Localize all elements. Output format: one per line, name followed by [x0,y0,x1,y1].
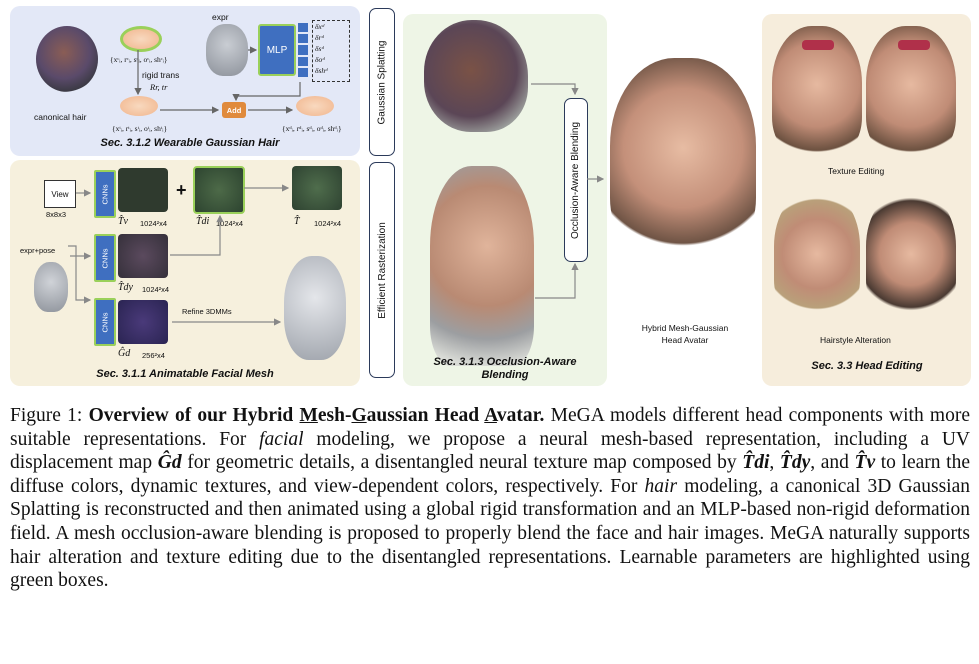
delta-r: δrᵈ [315,33,324,42]
gd-map [118,300,168,344]
tdi-texture [193,166,245,214]
tv-dim: 1024²x4 [140,219,168,228]
hair-panel-title: Sec. 3.1.2 Wearable Gaussian Hair [100,137,280,149]
hybrid-avatar-image [610,58,756,258]
texture-mark-2 [898,40,930,50]
blend-title-line2: Blending [481,369,529,381]
avatar-label: Hybrid Mesh-Gaussian Head Avatar [626,322,744,346]
gd-symbol: Ĝd [157,452,182,474]
figure-caption: Figure 1: Overview of our Hybrid Mesh-Ga… [10,405,971,592]
delta-s: δsᵈ [315,44,324,53]
view-label: View [51,189,69,199]
canonical-hair-image [36,26,98,92]
expr-label: expr [212,12,229,22]
delta-sh: δshᵈ [315,66,328,75]
canonical-gaussian-ellipse [120,26,162,52]
occlusion-blending-label: Occlusion-Aware Blending [564,98,588,262]
tdi-dim: 1024²x4 [216,219,244,228]
gd-label: Ĝd [118,348,131,359]
hair-arrows [134,46,301,114]
transformed-gaussian-ellipse [120,96,158,116]
edit-panel-title: Sec. 3.3 Head Editing [811,360,923,372]
face-panel-title: Sec. 3.1.1 Animatable Facial Mesh [96,368,274,380]
rigid-trans-label: rigid trans [142,70,180,80]
hairstyle-image-2 [866,190,956,318]
deformed-gaussian-ellipse [296,96,334,116]
figure-number: Figure 1: [10,405,83,426]
t-dim: 1024²x4 [314,219,342,228]
plus-sign: + [176,180,187,200]
delta-x: δxᵈ [315,22,325,31]
caption-title: Overview of our Hybrid Mesh-Gaussian Hea… [88,405,545,426]
delta-stack [298,22,308,78]
tdy-dim: 1024²x4 [142,285,170,294]
mlp-label: MLP [266,44,288,56]
canonical-hair-label: canonical hair [34,112,87,122]
face-arrows [68,184,290,326]
tdy-texture [118,234,168,278]
tv-label: T̂v [118,216,128,227]
add-block: Add [222,102,246,118]
hairstyle-image-1 [774,190,860,318]
delta-o: δoᵈ [315,55,325,64]
texture-mark-1 [802,40,834,50]
expr-head-image [206,24,248,76]
cnn-block-view [94,170,116,218]
tdi-symbol: T̂di [742,452,770,474]
gd-dim: 256²x4 [142,351,165,360]
mlp-block: MLP [258,24,296,76]
rigid-trans-params: Rr, tr [150,82,168,92]
t-label: T̂ [294,216,300,227]
avatar-label-line2: Head Avatar [661,335,709,345]
texture-editing-label: Texture Editing [828,166,885,176]
deformed-params: {xᵈᵢ, rᵈᵢ, sᵈᵢ, oᵈᵢ, shᵈᵢ} [282,124,342,133]
cnn-block-geo [94,298,116,346]
blend-title-line1: Sec. 3.1.3 Occlusion-Aware [433,356,577,368]
hairstyle-alteration-label: Hairstyle Alteration [820,335,891,345]
efficient-rasterization-label: Efficient Rasterization [369,162,395,378]
expr-pose-head-image [34,262,68,312]
gaussian-splatting-label: Gaussian Splatting [369,8,395,156]
cnn-block-expr [94,234,116,282]
blend-panel-title: Sec. 3.1.3 Occlusion-Aware Blending [410,356,600,382]
expr-pose-label: expr+pose [20,246,56,255]
delta-list: δxᵈ δrᵈ δsᵈ δoᵈ δshᵈ [312,20,350,82]
canonical-params: {xᶜᵢ, rᶜᵢ, sᶜᵢ, oᶜᵢ, shᶜᵢ} [110,55,168,64]
refine-label: Refine 3DMMs [182,307,232,316]
t-texture [292,166,342,210]
tv-symbol: T̂v [854,452,876,474]
rendered-face-image [430,166,534,366]
blend-arrows [531,83,605,299]
tdi-label: T̂di [196,216,210,227]
tv-texture [118,168,168,212]
tdy-label: T̂dy [118,282,133,293]
refined-mesh-image [284,256,346,360]
view-box: View [44,180,76,208]
add-label: Add [226,105,242,115]
view-dim: 8x8x3 [46,210,67,219]
avatar-label-line1: Hybrid Mesh-Gaussian [641,323,729,333]
tdy-symbol: T̂dy [779,452,811,474]
transformed-params: {xᵗᵢ, rᵗᵢ, sᵗᵢ, oᵗᵢ, shᵗᵢ} [112,124,168,133]
rendered-hair-image [424,20,528,132]
